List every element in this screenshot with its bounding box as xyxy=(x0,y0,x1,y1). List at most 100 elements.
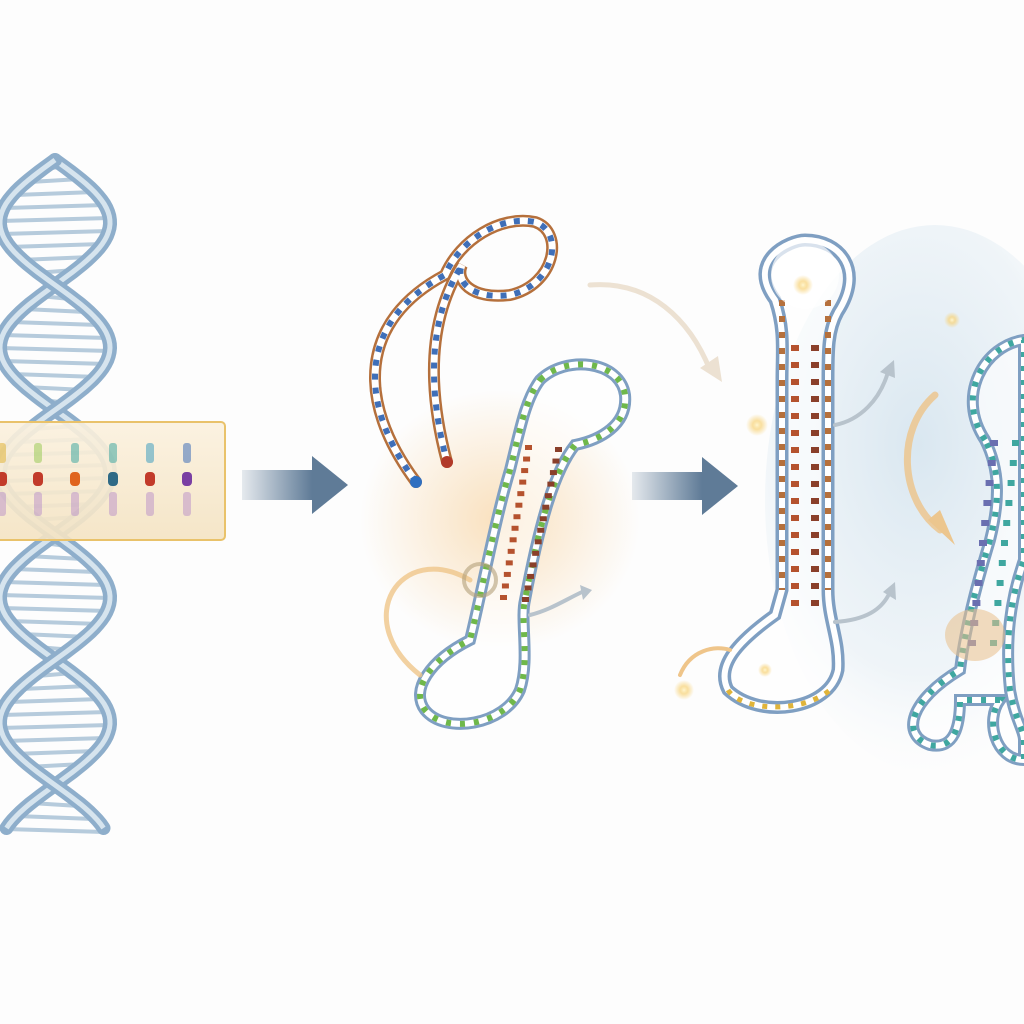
base-pair xyxy=(791,396,799,402)
transition-arrow-icon xyxy=(587,282,722,382)
base-pair xyxy=(998,560,1006,566)
base-pair xyxy=(1001,540,1008,546)
base-pair xyxy=(791,566,799,572)
base-band xyxy=(146,492,154,516)
base-pair xyxy=(529,562,537,568)
base-pair xyxy=(791,345,799,351)
base-pair xyxy=(555,447,562,452)
base-pair xyxy=(519,479,527,485)
base-pair xyxy=(791,515,799,521)
base-pair xyxy=(513,514,521,520)
sparkle-icon xyxy=(674,680,694,700)
hairpin-structure xyxy=(678,233,896,714)
base-pair xyxy=(811,413,819,419)
helix-rung xyxy=(9,372,101,379)
sparkle-glints xyxy=(674,275,960,700)
sparkle-icon xyxy=(758,663,772,677)
base-pair xyxy=(994,600,1002,606)
base-pair xyxy=(987,460,996,466)
input-arrow-icon xyxy=(678,646,732,677)
base-pair xyxy=(981,520,990,526)
base-pair xyxy=(524,585,532,591)
base-pair xyxy=(791,498,799,504)
base-pair xyxy=(791,464,799,470)
helix-rung xyxy=(0,216,112,223)
base-band xyxy=(0,472,7,486)
helix-rung xyxy=(0,606,111,613)
single-rna-strand xyxy=(369,214,559,488)
base-band xyxy=(70,472,80,486)
base-pair xyxy=(791,362,799,368)
base-band xyxy=(109,443,117,463)
helix-rung xyxy=(2,736,108,743)
base-pair-rungs xyxy=(791,345,819,606)
release-arrow-icon xyxy=(528,590,584,617)
base-band xyxy=(0,492,6,516)
base-pair xyxy=(1005,500,1013,506)
base-pair xyxy=(791,481,799,487)
base-band xyxy=(34,443,42,463)
base-pair xyxy=(979,540,987,546)
base-pair xyxy=(811,362,819,368)
base-pair xyxy=(521,468,529,474)
gene-base-bands xyxy=(0,443,192,516)
base-band xyxy=(71,443,79,463)
helix-rung xyxy=(1,359,109,366)
base-pair xyxy=(976,560,985,566)
helix-rung xyxy=(13,190,97,197)
base-pair xyxy=(985,480,994,486)
base-pair xyxy=(517,491,525,497)
strand-5prime-end xyxy=(410,476,422,488)
base-band xyxy=(146,443,154,463)
base-pair xyxy=(537,527,545,533)
base-pair xyxy=(515,502,523,508)
helix-rung xyxy=(11,749,99,756)
base-pair xyxy=(791,447,799,453)
helix-rung xyxy=(0,710,111,717)
base-pair xyxy=(791,532,799,538)
base-pair xyxy=(507,548,515,554)
base-pair xyxy=(525,445,532,450)
base-pair xyxy=(811,566,819,572)
base-pair xyxy=(811,345,819,351)
base-pair xyxy=(552,458,560,464)
base-pair xyxy=(990,440,998,446)
base-pair xyxy=(811,481,819,487)
output-arrow-icon xyxy=(833,370,890,427)
base-pair xyxy=(811,532,819,538)
base-band xyxy=(108,472,118,486)
base-pair xyxy=(527,573,535,579)
sparkle-icon xyxy=(746,414,768,436)
base-band xyxy=(182,472,192,486)
base-pair xyxy=(539,516,547,522)
base-pair xyxy=(547,481,555,487)
helix-rung xyxy=(5,242,105,249)
helix-rung xyxy=(0,723,112,730)
base-band xyxy=(145,472,155,486)
base-pair xyxy=(1012,440,1019,446)
base-pair xyxy=(532,550,540,556)
base-pair xyxy=(511,525,519,531)
gene-segment-box xyxy=(0,421,226,541)
base-pair xyxy=(974,580,983,586)
helix-rung xyxy=(21,307,89,314)
base-pair xyxy=(811,498,819,504)
base-pair xyxy=(549,470,557,476)
base-pair xyxy=(534,539,542,545)
base-band xyxy=(109,492,117,516)
base-pair xyxy=(1003,520,1011,526)
base-pair xyxy=(509,537,517,543)
processed-hairpin xyxy=(904,333,1024,767)
process-arrow-2 xyxy=(632,457,738,515)
base-pair xyxy=(811,600,819,606)
base-pair xyxy=(1007,480,1015,486)
base-pair xyxy=(811,515,819,521)
base-pair xyxy=(811,447,819,453)
base-pair xyxy=(522,597,529,602)
helix-rung xyxy=(11,567,99,574)
helix-rung xyxy=(0,346,112,353)
base-pair xyxy=(1009,460,1017,466)
base-pair xyxy=(542,504,550,510)
base-pair xyxy=(505,560,513,566)
